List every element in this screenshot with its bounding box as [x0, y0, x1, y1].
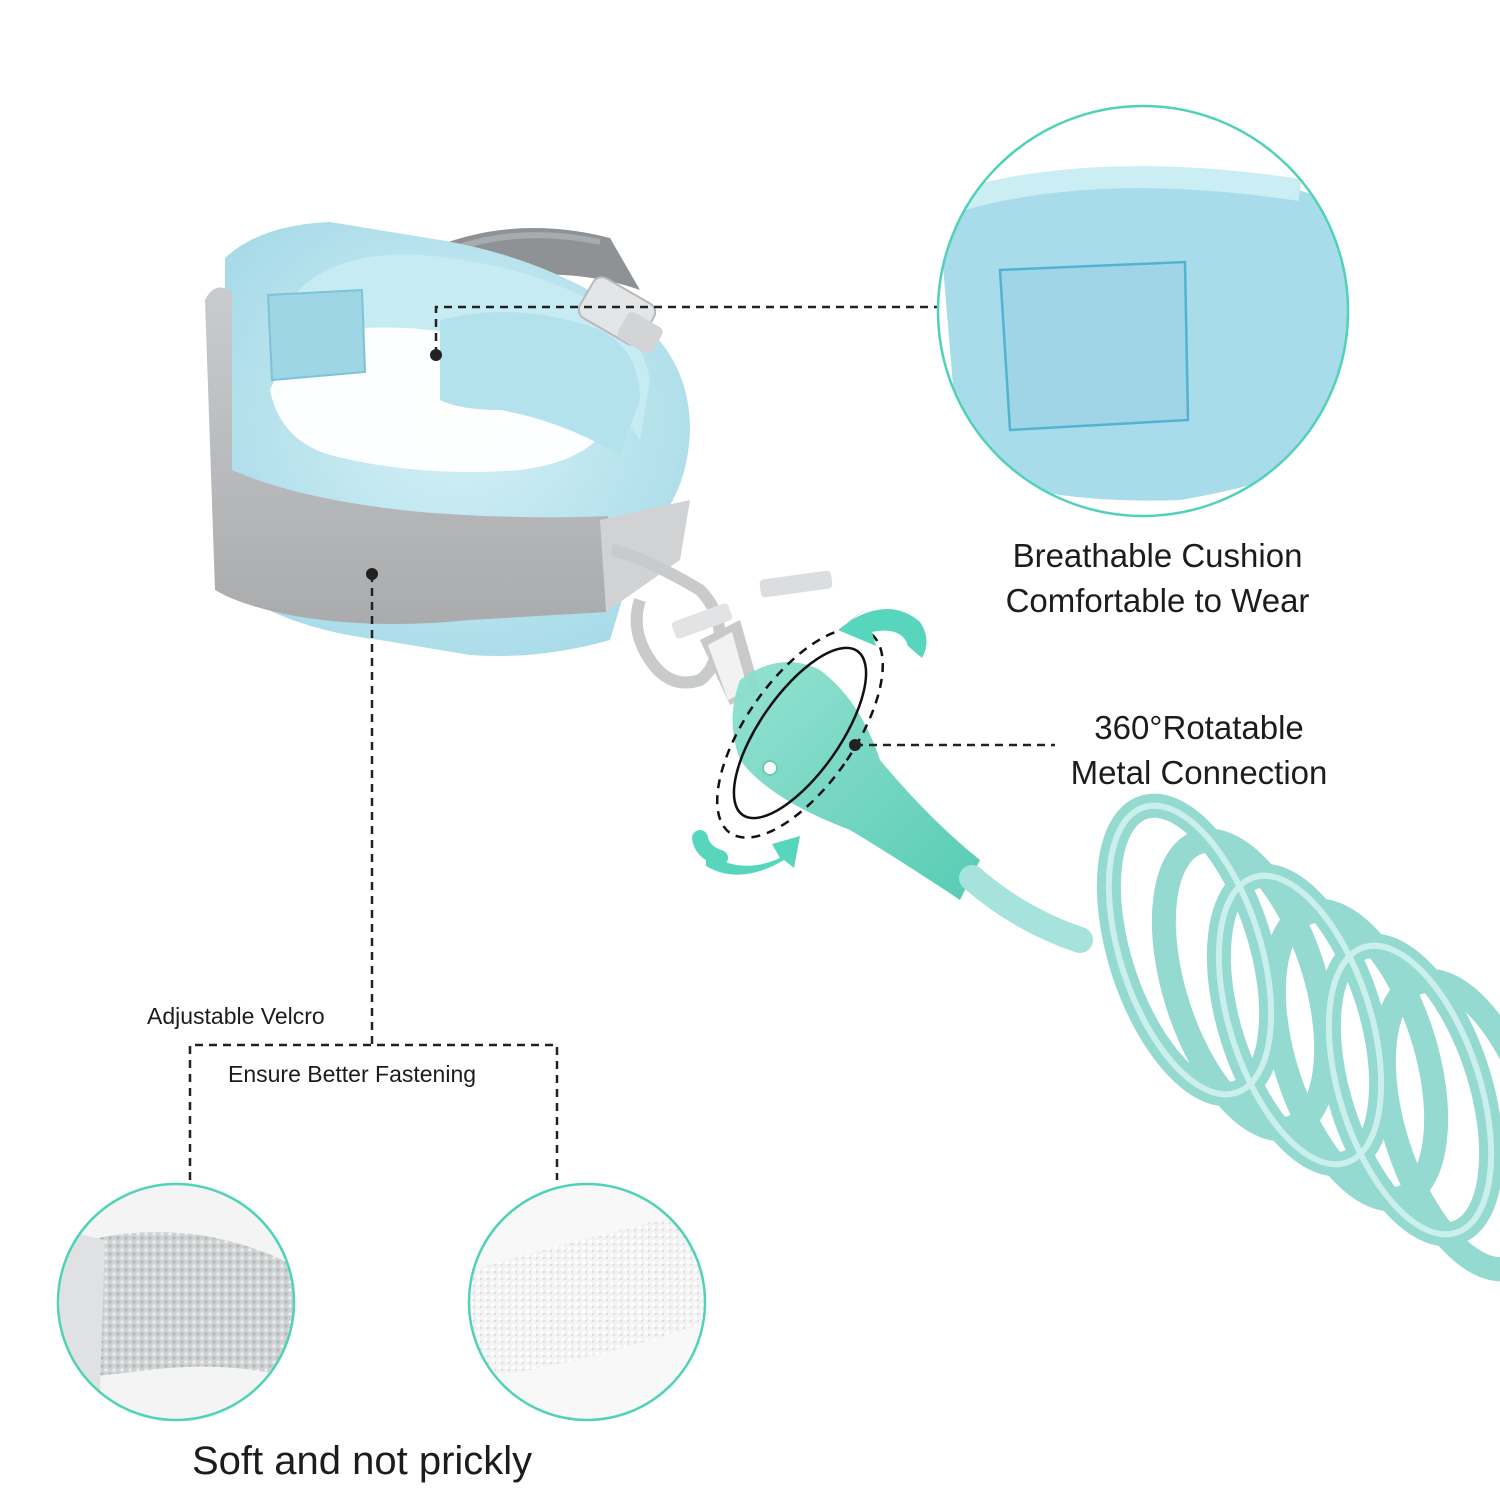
velcro-title: Adjustable Velcro: [147, 1003, 325, 1029]
cushion-callout: Breathable Cushion Comfortable to Wear: [960, 533, 1355, 623]
rotation-subtitle: Metal Connection: [1070, 754, 1328, 791]
rotation-callout: 360°Rotatable Metal Connection: [1050, 705, 1348, 795]
coiled-leash: [959, 793, 1500, 1282]
cushion-detail-circle: [936, 104, 1350, 518]
rotate-arrows-icon: [692, 606, 927, 875]
wristband: [205, 222, 727, 689]
cushion-title: Breathable Cushion: [1012, 537, 1303, 574]
velcro-hook-detail-circle: [56, 1182, 296, 1422]
teal-swivel: [732, 662, 980, 900]
soft-caption: Soft and not prickly: [192, 1439, 533, 1483]
rotation-ring: [715, 627, 885, 839]
leader-dots: [366, 349, 861, 751]
leader-lines: [188, 305, 1055, 1180]
rotation-title: 360°Rotatable: [1094, 709, 1304, 746]
velcro-subtitle: Ensure Better Fastening: [228, 1061, 477, 1087]
cushion-subtitle: Comfortable to Wear: [1005, 582, 1310, 619]
buckle: [577, 276, 663, 354]
velcro-loop-detail-circle: [467, 1182, 707, 1422]
